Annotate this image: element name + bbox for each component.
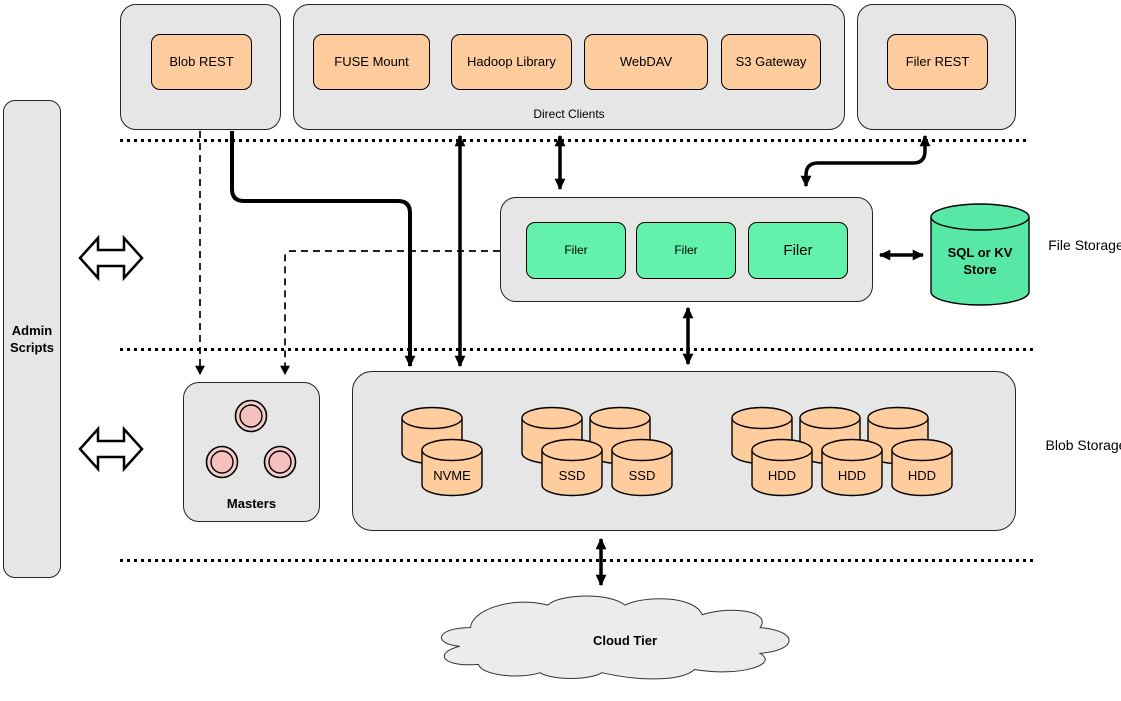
edge-blobrest-to-volumes xyxy=(230,131,416,368)
master-node-circle-inner xyxy=(239,404,263,428)
direct-clients-label: Direct Clients xyxy=(533,107,605,121)
admin-scripts-label: Admin Scripts xyxy=(9,323,55,355)
cloud-tier-label: Cloud Tier xyxy=(592,632,658,648)
masters-container: Masters xyxy=(183,382,320,522)
filer-rest-container: Filer REST xyxy=(857,4,1016,130)
volume-cylinder: HDD xyxy=(751,438,813,497)
volume-cylinder-label: NVME xyxy=(433,468,471,483)
admin-scripts-box: Admin Scripts xyxy=(3,100,61,578)
kv-store-label: SQL or KV Store xyxy=(947,245,1013,277)
admin-file-storage-double-arrow-icon xyxy=(78,234,144,282)
blob-rest-node: Blob REST xyxy=(151,34,252,90)
volume-cylinder-label: HDD xyxy=(838,468,866,483)
master-node-circle-inner xyxy=(210,450,234,474)
volume-cylinder-label: SSD xyxy=(629,468,656,483)
volume-cylinder: SSD xyxy=(541,438,603,497)
blob-storage-section-label: Blob Storage xyxy=(1045,437,1121,453)
filer-node: Filer xyxy=(748,222,848,279)
blob-rest-label: Blob REST xyxy=(169,53,234,69)
master-nodes-graphic xyxy=(205,399,297,479)
volume-cylinder: HDD xyxy=(891,438,953,497)
volume-servers-graphic: NVME SSD SSD HDD HDD HDD xyxy=(401,406,953,497)
edge-filerrest-to-filers xyxy=(800,134,931,188)
client-node: Hadoop Library xyxy=(451,34,572,90)
separator-line-top xyxy=(120,139,1030,142)
client-node: S3 Gateway xyxy=(721,34,821,90)
client-node: WebDAV xyxy=(584,34,708,90)
admin-blob-storage-double-arrow-icon xyxy=(78,425,144,473)
volume-cylinder: SSD xyxy=(611,438,673,497)
masters-label: Masters xyxy=(226,496,277,511)
filer-rest-label: Filer REST xyxy=(905,53,970,69)
filer-node: Filer xyxy=(636,222,736,279)
volume-cylinder-label: SSD xyxy=(559,468,586,483)
blob-rest-container: Blob REST xyxy=(120,4,281,130)
client-node: FUSE Mount xyxy=(313,34,430,90)
volume-cylinder: HDD xyxy=(821,438,883,497)
edge-filers-to-masters-dashed xyxy=(280,250,500,376)
filer-rest-node: Filer REST xyxy=(887,34,988,90)
separator-line-bottom xyxy=(120,559,1035,562)
separator-line-middle xyxy=(120,348,1035,351)
volume-cylinder-label: HDD xyxy=(768,468,796,483)
filer-node: Filer xyxy=(526,222,626,279)
file-storage-section-label: File Storage xyxy=(1048,237,1121,253)
master-node-circle-inner xyxy=(268,450,292,474)
blob-storage-container: NVME SSD SSD HDD HDD HDD xyxy=(352,371,1016,531)
volume-cylinder-label: HDD xyxy=(908,468,936,483)
volume-cylinder: NVME xyxy=(421,438,483,497)
